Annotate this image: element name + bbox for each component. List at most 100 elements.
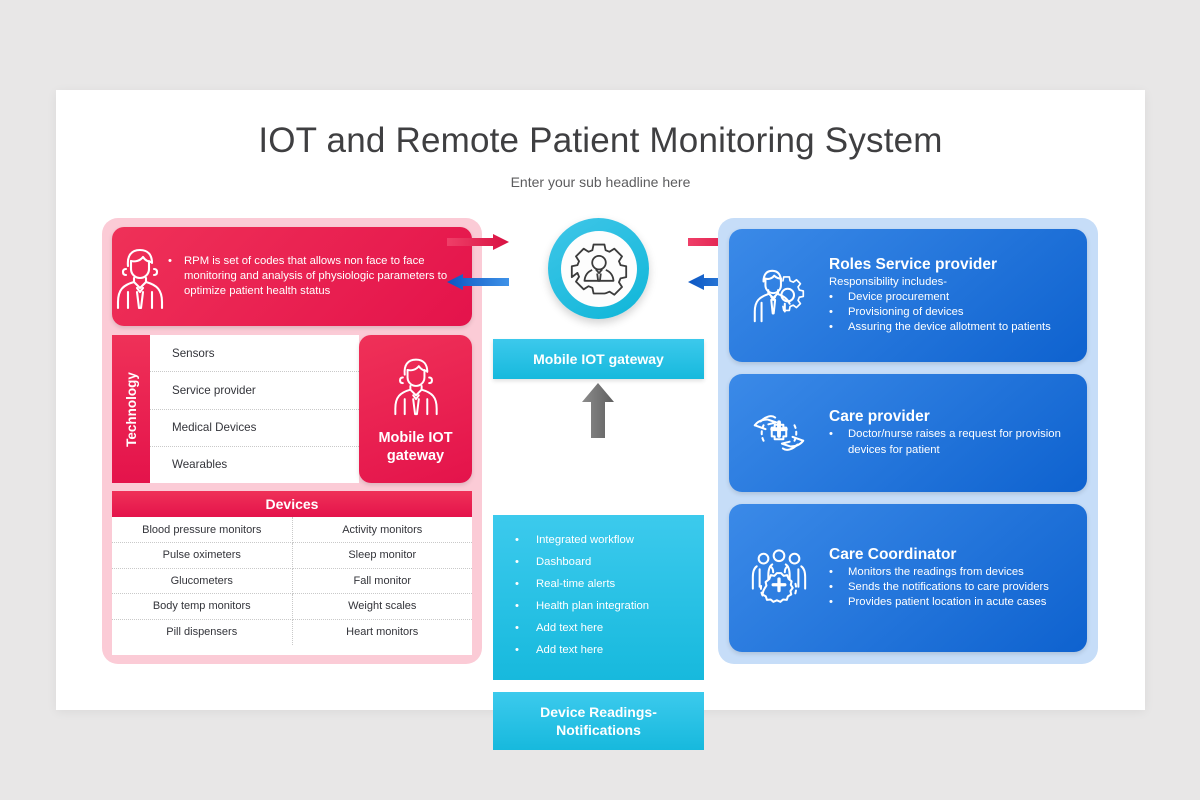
bullet-icon: •	[829, 305, 833, 318]
hands-cross-icon	[729, 404, 829, 462]
bullet-icon: •	[515, 644, 519, 656]
list-item[interactable]: • Health plan integration	[493, 595, 704, 617]
device-cell[interactable]: Heart monitors	[346, 626, 419, 638]
bullet-icon: •	[515, 578, 519, 590]
technology-label: Technology	[112, 335, 150, 483]
list-item[interactable]: • Add text here	[493, 617, 704, 639]
gear-person-icon	[560, 230, 637, 307]
bullet-icon: •	[829, 565, 833, 578]
table-row: Pill dispensers Heart monitors	[112, 619, 472, 645]
devices-heading: Devices	[112, 491, 472, 517]
technology-list: Sensors Service provider Medical Devices…	[150, 335, 359, 483]
card-title: Care Coordinator	[829, 545, 957, 563]
card-list-label: Monitors the readings from devices	[848, 565, 1024, 578]
person-tie-icon	[112, 244, 168, 310]
bullet-icon: •	[829, 321, 833, 334]
device-cell[interactable]: Sleep monitor	[292, 542, 472, 569]
device-cell[interactable]: Pill dispensers	[112, 619, 293, 645]
list-item[interactable]: • Sends the notifications to care provid…	[829, 580, 1075, 595]
technology-item-label: Service provider	[172, 383, 256, 397]
table-row: Blood pressure monitors Activity monitor…	[112, 517, 472, 543]
feature-label: Integrated workflow	[536, 534, 634, 546]
roles-service-provider-card[interactable]: Roles Service provider Responsibility in…	[729, 229, 1087, 362]
card-title: Care provider	[829, 408, 930, 426]
feature-label: Real-time alerts	[536, 578, 616, 590]
people-gear-cross-icon	[729, 547, 829, 609]
center-feature-list: • Integrated workflow • Dashboard • Real…	[493, 515, 704, 680]
technology-item-label: Sensors	[172, 346, 215, 360]
feature-label: Add text here	[536, 644, 604, 656]
device-cell[interactable]: Pulse oximeters	[112, 542, 293, 569]
list-item[interactable]: • Device procurement	[829, 290, 1075, 305]
card-list-label: Sends the notifications to care provider…	[848, 580, 1049, 593]
bullet-icon: •	[829, 596, 833, 609]
device-readings-notifications-box[interactable]: Device Readings- Notifications	[493, 692, 704, 750]
bullet-icon: •	[829, 428, 833, 441]
card-body: Roles Service provider Responsibility in…	[829, 256, 1087, 336]
bullet-icon: •	[829, 290, 833, 303]
device-cell[interactable]: Fall monitor	[292, 568, 472, 594]
device-readings-line2: Notifications	[556, 722, 641, 738]
bullet-icon: •	[515, 534, 519, 546]
devices-table: Blood pressure monitors Activity monitor…	[112, 517, 472, 645]
technology-item-label: Medical Devices	[172, 421, 257, 435]
technology-item-wearables[interactable]: Wearables	[150, 447, 359, 483]
hub-circle[interactable]	[548, 218, 649, 319]
card-list-label: Doctor/nurse raises a request for provis…	[848, 428, 1061, 456]
list-item[interactable]: • Monitors the readings from devices	[829, 565, 1075, 580]
arrow-left-blue-outbound	[447, 274, 509, 295]
card-list-label: Provisioning of devices	[848, 305, 964, 318]
rpm-text: RPM is set of codes that allows non face…	[184, 254, 448, 298]
mobile-iot-gateway-label: Mobile IOT gateway	[378, 429, 453, 464]
list-item[interactable]: • Assuring the device allotment to patie…	[829, 320, 1075, 335]
device-cell[interactable]: Blood pressure monitors	[112, 517, 293, 543]
feature-label: Health plan integration	[536, 600, 650, 612]
card-title: Roles Service provider	[829, 255, 997, 273]
list-item[interactable]: • Integrated workflow	[493, 529, 704, 551]
mobile-iot-gateway-bar-label: Mobile IOT gateway	[533, 351, 664, 367]
device-cell[interactable]: Body temp monitors	[112, 593, 293, 620]
list-item[interactable]: • Add text here	[493, 639, 704, 661]
bullet-icon: •	[829, 580, 833, 593]
arrow-up-gray	[578, 383, 618, 443]
feature-label: Add text here	[536, 622, 604, 634]
right-blue-panel: Roles Service provider Responsibility in…	[718, 218, 1098, 664]
slide-canvas: IOT and Remote Patient Monitoring System…	[56, 90, 1145, 750]
card-list-label: Device procurement	[848, 290, 950, 303]
device-cell[interactable]: Activity monitors	[292, 517, 472, 543]
list-item[interactable]: • Provides patient location in acute cas…	[829, 595, 1075, 610]
list-item[interactable]: • Provisioning of devices	[829, 305, 1075, 320]
devices-table-box: Devices Blood pressure monitors Activity…	[112, 491, 472, 655]
technology-item-sensors[interactable]: Sensors	[150, 335, 359, 373]
table-row: Body temp monitors Weight scales	[112, 593, 472, 620]
card-body: Care provider • Doctor/nurse raises a re…	[829, 408, 1087, 457]
rpm-bullet: •	[168, 254, 172, 267]
device-cell[interactable]: Weight scales	[292, 593, 472, 620]
care-coordinator-card[interactable]: Care Coordinator • Monitors the readings…	[729, 504, 1087, 652]
table-row: Pulse oximeters Sleep monitor	[112, 542, 472, 569]
list-item[interactable]: • Doctor/nurse raises a request for prov…	[829, 427, 1075, 457]
care-provider-card[interactable]: Care provider • Doctor/nurse raises a re…	[729, 374, 1087, 492]
list-item[interactable]: • Dashboard	[493, 551, 704, 573]
card-list-label: Provides patient location in acute cases	[848, 596, 1047, 609]
person-tie-icon	[387, 354, 445, 421]
rpm-text-block: • RPM is set of codes that allows non fa…	[168, 254, 472, 300]
bullet-icon: •	[515, 600, 519, 612]
center-column: Mobile IOT gateway • Integrated workflow…	[447, 218, 750, 750]
device-cell[interactable]: Glucometers	[112, 568, 293, 594]
technology-item-service-provider[interactable]: Service provider	[150, 372, 359, 410]
page-title: IOT and Remote Patient Monitoring System	[258, 121, 943, 160]
technology-section: Technology Sensors Service provider Medi…	[112, 335, 472, 483]
rpm-card[interactable]: • RPM is set of codes that allows non fa…	[112, 227, 472, 326]
technology-item-medical-devices[interactable]: Medical Devices	[150, 410, 359, 447]
bullet-icon: •	[515, 556, 519, 568]
left-red-panel: • RPM is set of codes that allows non fa…	[102, 218, 482, 664]
mobile-iot-gateway-bar[interactable]: Mobile IOT gateway	[493, 339, 704, 379]
mobile-iot-gateway-card[interactable]: Mobile IOT gateway	[359, 335, 472, 483]
card-subtitle: Responsibility includes-	[829, 275, 948, 288]
feature-label: Dashboard	[536, 556, 592, 568]
device-readings-line1: Device Readings-	[540, 704, 657, 720]
card-list-label: Assuring the device allotment to patient…	[848, 321, 1051, 334]
list-item[interactable]: • Real-time alerts	[493, 573, 704, 595]
page-subtitle: Enter your sub headline here	[510, 174, 691, 190]
